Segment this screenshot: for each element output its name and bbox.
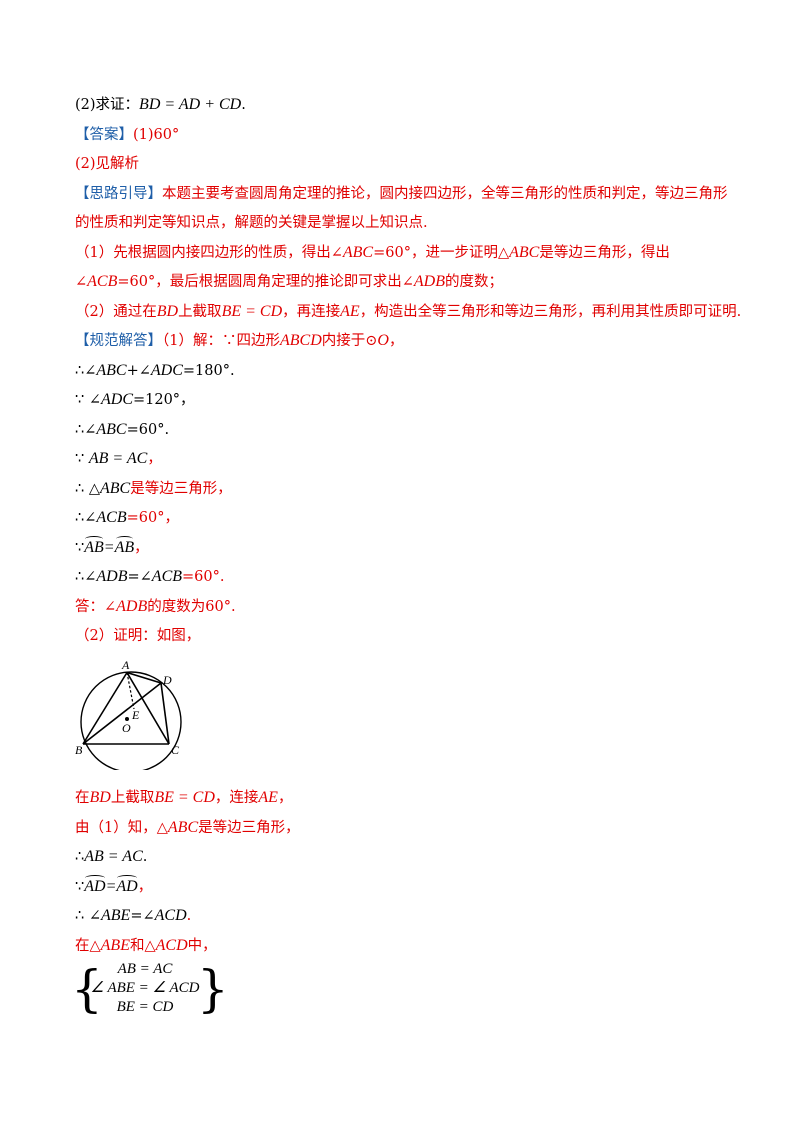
solution-tag: 【规范解答】 [75, 333, 162, 349]
proof-step-4: ∵AD=AD， [75, 874, 153, 895]
answer-conclusion: 答：∠ADB的度数为60°. [75, 597, 236, 615]
label-d: D [162, 673, 172, 687]
proof-step-6: 在△ABE和△ACD中， [75, 936, 217, 954]
arc-ab-1: AB [84, 535, 104, 556]
step-3: ∴∠ABC=60°. [75, 420, 170, 438]
step-5: ∴ △ABC是等边三角形， [75, 479, 232, 497]
equation-system: { AB = AC ∠ ABE = ∠ ACD BE = CD } [71, 960, 229, 1018]
segment-ad [126, 671, 162, 684]
label-a: A [121, 658, 130, 672]
proof-step-1: 在BD上截取BE = CD，连接AE， [75, 789, 293, 806]
label-o: O [122, 721, 131, 735]
step-6: ∴∠ACB=60°， [75, 509, 179, 526]
segment-ae [126, 672, 135, 710]
label-c: C [171, 743, 180, 757]
thinking-tag: 【思路引导】 [75, 185, 162, 202]
label-e: E [131, 708, 140, 722]
guide-step-2: （2）通过在BD上截取BE = CD，再连接AE，构造出全等三角形和等边三角形，… [75, 302, 742, 320]
proof-step-3: ∴AB = AC. [75, 848, 148, 865]
center-point-o [125, 717, 129, 721]
answer-part-2: (2)见解析 [75, 156, 140, 172]
arc-ad-1: AD [84, 874, 106, 895]
proof-header: （2）证明：如图， [75, 628, 201, 644]
arc-ad-2: AD [116, 874, 138, 895]
label-b: B [75, 743, 83, 757]
step-2: ∵ ∠ADC=120°， [75, 391, 195, 408]
answer-tag: 【答案】 [75, 126, 133, 143]
step-4: ∵ AB = AC， [75, 450, 162, 467]
step-8: ∴∠ADB=∠ACB=60°. [75, 568, 225, 585]
question-part-2: (2)求证：BD = AD + CD. [75, 96, 246, 113]
document-body: (2)求证：BD = AD + CD. 【答案】(1)60° (2)见解析 【思… [71, 95, 742, 1018]
circle-figure: A D E O B C [75, 658, 182, 773]
segment-ab [82, 672, 128, 745]
arc-ab-2: AB [114, 535, 135, 556]
system-row-3: BE = CD [116, 998, 174, 1015]
system-rows: AB = AC ∠ ABE = ∠ ACD BE = CD [85, 960, 205, 1017]
system-row-2: ∠ ABE = ∠ ACD [90, 979, 200, 996]
step-7: ∵AB=AB， [75, 535, 149, 556]
system-row-1: AB = AC [117, 960, 173, 977]
segment-bd [82, 682, 162, 745]
solution-header: 【规范解答】（1）解：∵四边形ABCD内接于⊙O， [75, 332, 404, 349]
proof-step-5: ∴ ∠ABE=∠ACD. [75, 907, 192, 924]
right-brace: } [197, 959, 229, 1018]
left-brace: { [71, 959, 103, 1018]
step-1: ∴∠ABC+∠ADC=180°. [75, 361, 235, 379]
segment-ac [126, 672, 170, 745]
proof-step-2: 由（1）知，△ABC是等边三角形， [75, 818, 300, 836]
guide-step-1-b: ∠ACB=60°，最后根据圆周角定理的推论即可求出∠ADB的度数； [75, 273, 503, 290]
guide-step-1-a: （1）先根据圆内接四边形的性质，得出∠ABC=60°，进一步证明△ABC是等边三… [75, 243, 670, 261]
thinking-guide: 【思路引导】本题主要考查圆周角定理的推论，圆内接四边形，全等三角形的性质和判定，… [75, 185, 728, 231]
answer-line: 【答案】(1)60° [75, 126, 180, 143]
segment-cd [160, 682, 170, 745]
